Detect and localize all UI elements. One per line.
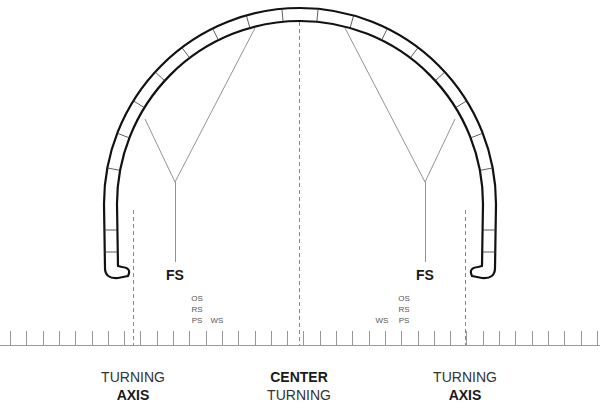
- segment-line: [382, 29, 388, 41]
- ruler-line: [0, 345, 600, 346]
- axis-label: AXIS: [117, 388, 150, 402]
- bridle-line: [425, 182, 426, 262]
- ruler-tick: [43, 331, 44, 345]
- ruler-tick: [222, 331, 223, 345]
- center-axis: [299, 22, 300, 345]
- bridle-point: OS: [398, 295, 410, 303]
- segment-line: [435, 72, 445, 81]
- ruler-tick: [238, 331, 239, 345]
- ruler-tick: [173, 331, 174, 345]
- segment-line: [456, 101, 467, 108]
- turning-axis: [133, 210, 134, 345]
- ruler-tick: [92, 331, 93, 345]
- bridle-point: WS: [211, 317, 224, 325]
- segment-line: [350, 15, 354, 28]
- bridle-point: RS: [191, 306, 202, 314]
- bridle-point: RS: [398, 306, 409, 314]
- ruler-tick: [515, 331, 516, 345]
- ruler-tick: [434, 331, 435, 345]
- ruler-tick: [352, 331, 353, 345]
- bridle-point: WS: [376, 317, 389, 325]
- axis-label: TURNING: [433, 370, 497, 384]
- bridle-line: [145, 119, 175, 182]
- ruler-tick: [369, 331, 370, 345]
- segment-line: [483, 230, 496, 231]
- ruler-tick: [401, 331, 402, 345]
- ruler-tick: [320, 331, 321, 345]
- segment-line: [155, 72, 165, 81]
- axis-lines: [134, 22, 466, 345]
- ruler-tick: [597, 331, 598, 345]
- ruler-tick: [206, 331, 207, 345]
- segment-line: [104, 252, 117, 253]
- ruler-tick: [466, 331, 467, 345]
- segment-line: [213, 29, 219, 41]
- ruler-tick: [499, 331, 500, 345]
- bridle-lines: [145, 28, 455, 262]
- turning-axis: [465, 210, 466, 345]
- ruler-tick: [483, 331, 484, 345]
- ruler-tick: [581, 331, 582, 345]
- ruler-tick: [140, 331, 141, 345]
- bridle-line: [425, 119, 455, 182]
- ruler-tick: [59, 331, 60, 345]
- segment-lines: [104, 9, 496, 252]
- ruler-tick: [255, 331, 256, 345]
- ruler-tick: [287, 331, 288, 345]
- segment-line: [104, 230, 117, 231]
- bridle-point: PS: [192, 317, 203, 325]
- line-label: FS: [166, 268, 184, 282]
- ruler-tick: [75, 331, 76, 345]
- ruler-tick: [336, 331, 337, 345]
- ruler-tick: [157, 331, 158, 345]
- ruler-tick: [418, 331, 419, 345]
- segment-line: [317, 9, 318, 22]
- axis-label: TURNING: [267, 388, 331, 402]
- ruler-tick: [450, 331, 451, 345]
- ruler-tick: [303, 331, 304, 345]
- segment-line: [483, 252, 496, 253]
- axis-label: CENTER: [270, 370, 328, 384]
- segment-line: [480, 168, 493, 170]
- ruler-tick: [10, 331, 11, 345]
- axis-label: TURNING: [101, 370, 165, 384]
- leading-edge: [104, 8, 496, 278]
- bridle-point: OS: [191, 295, 203, 303]
- ruler-tick: [124, 331, 125, 345]
- segment-line: [246, 15, 250, 28]
- ruler-tick: [385, 331, 386, 345]
- segment-line: [410, 48, 418, 58]
- segment-line: [282, 9, 283, 22]
- segment-line: [133, 101, 144, 108]
- ruler-tick: [548, 331, 549, 345]
- line-label: FS: [416, 268, 434, 282]
- ruler-tick: [26, 331, 27, 345]
- ruler-tick: [564, 331, 565, 345]
- ruler-tick: [189, 331, 190, 345]
- bridle-line: [175, 182, 176, 262]
- ruler-tick: [271, 331, 272, 345]
- segment-line: [182, 48, 190, 58]
- segment-line: [117, 133, 129, 138]
- bridle-point: PS: [399, 317, 410, 325]
- segment-line: [471, 133, 483, 138]
- ruler-tick: [108, 331, 109, 345]
- segment-line: [107, 168, 120, 170]
- ruler-tick: [532, 331, 533, 345]
- axis-label: AXIS: [449, 388, 482, 402]
